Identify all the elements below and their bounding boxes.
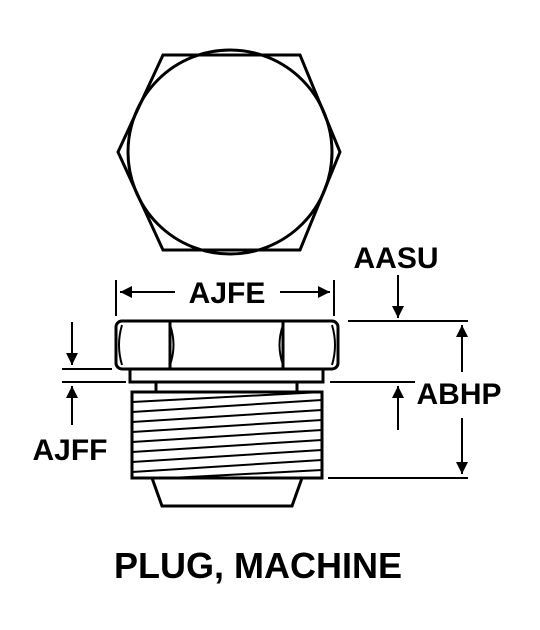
label-ajfe: AJFE: [189, 277, 266, 310]
hex-head-side: [114, 319, 340, 371]
threaded-shank: [130, 390, 324, 480]
diagram-caption: PLUG, MACHINE: [114, 545, 402, 586]
abhp-dimension: [328, 275, 468, 479]
shoulder: [128, 367, 325, 384]
ajfe-dimension: [115, 280, 335, 316]
top-view-hex: [116, 48, 342, 256]
label-abhp: ABHP: [416, 378, 501, 411]
label-aasu: AASU: [353, 242, 438, 275]
label-ajff: AJFF: [33, 434, 108, 467]
ajff-dimension: [62, 322, 126, 425]
chamfered-tip: [149, 476, 305, 508]
